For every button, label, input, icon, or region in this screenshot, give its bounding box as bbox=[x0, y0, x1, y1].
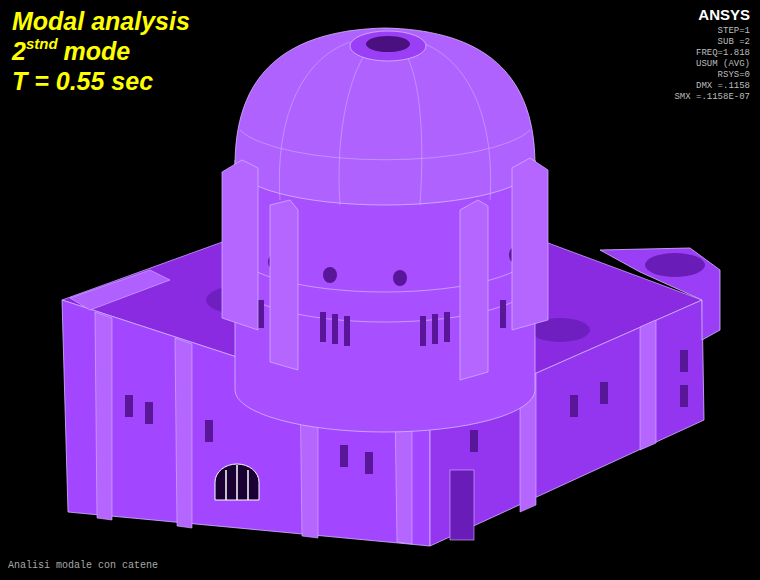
text-row: Modal analysis bbox=[12, 6, 190, 36]
text-row: RSYS=0 bbox=[718, 70, 750, 81]
text-row: T = 0.55 sec bbox=[12, 66, 153, 96]
text-row: STEP=1 bbox=[718, 26, 750, 37]
dome bbox=[235, 28, 535, 205]
arch-bars bbox=[226, 465, 248, 500]
text-row: USUM (AVG) bbox=[696, 59, 750, 70]
oculus bbox=[366, 36, 410, 52]
mode-suffix: stnd bbox=[26, 36, 58, 52]
door-cut bbox=[450, 470, 474, 540]
result-info: SMX =.1158E-07 bbox=[674, 92, 750, 103]
footer-note: Analisi modale con catene bbox=[8, 560, 158, 572]
arched-opening bbox=[215, 464, 259, 500]
period-text: T = 0.55 sec bbox=[12, 66, 153, 96]
right-wing bbox=[600, 248, 720, 340]
result-info: DMX =.1158 bbox=[696, 81, 750, 92]
result-info: USUM (AVG) bbox=[696, 59, 750, 70]
text-row: Analisi modale con catene bbox=[8, 560, 158, 572]
result-info: SUB =2 bbox=[718, 37, 750, 48]
software-logo: ANSYS bbox=[698, 6, 750, 24]
title-text: Modal analysis bbox=[12, 6, 190, 36]
dome-ribs bbox=[240, 42, 530, 205]
text-row: SMX =.1158E-07 bbox=[674, 92, 750, 103]
roof-block bbox=[70, 270, 170, 310]
text-row: 2stnd mode bbox=[12, 36, 130, 66]
text-row: ANSYS bbox=[698, 6, 750, 24]
text-row: SUB =2 bbox=[718, 37, 750, 48]
buttresses bbox=[222, 158, 548, 380]
result-info: RSYS=0 bbox=[718, 70, 750, 81]
text-row: DMX =.1158 bbox=[696, 81, 750, 92]
result-info: STEP=1 bbox=[718, 26, 750, 37]
lantern-ring bbox=[350, 31, 426, 61]
right-wing-well bbox=[645, 253, 705, 277]
text-row: FREQ=1.818 bbox=[696, 48, 750, 59]
mode-text: mode bbox=[64, 36, 131, 66]
mode-number: 2 bbox=[12, 36, 26, 66]
result-info: FREQ=1.818 bbox=[696, 48, 750, 59]
